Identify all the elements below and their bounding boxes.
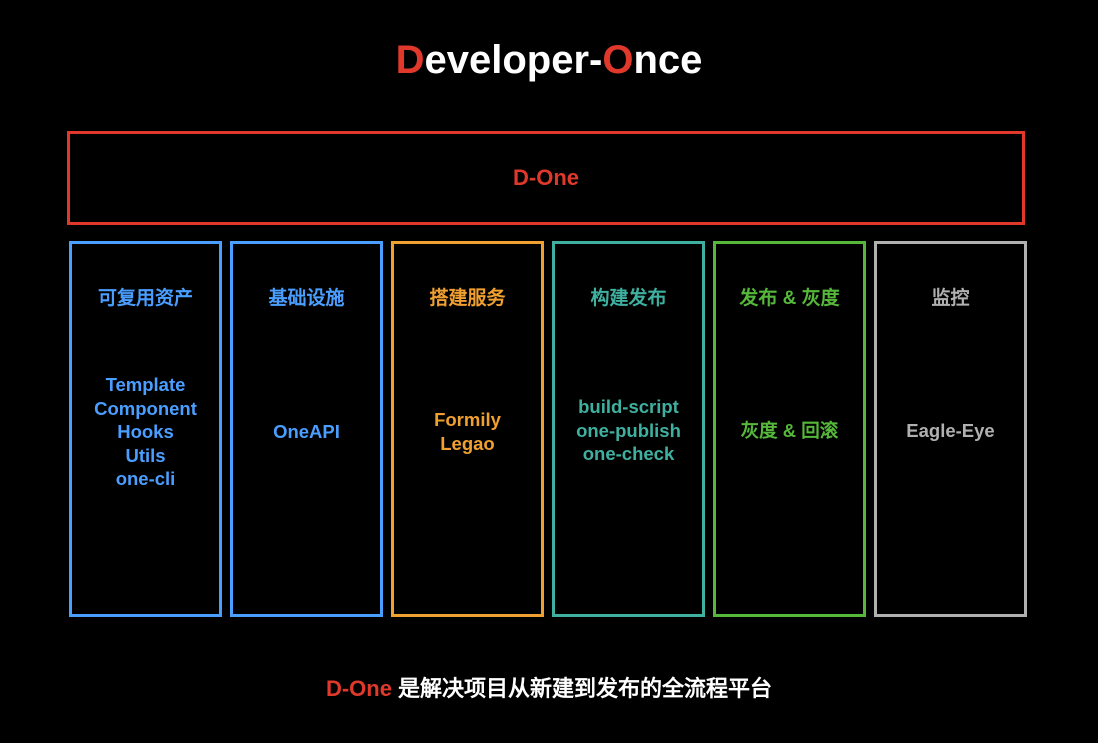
title-accent-d: D	[395, 38, 425, 82]
column-item: Template	[105, 374, 186, 396]
column-item: Legao	[440, 432, 495, 454]
platform-banner-label: D-One	[513, 165, 579, 190]
column-title: 构建发布	[590, 288, 667, 309]
page-title: Developer-Once	[0, 36, 1098, 84]
column-title: 监控	[931, 288, 970, 309]
column-items: 灰度 & 回滚	[716, 419, 863, 443]
column-item: one-publish	[576, 419, 681, 441]
column-item: OneAPI	[273, 421, 340, 443]
column-item: Component	[94, 397, 197, 419]
title-accent-o: O	[602, 38, 634, 82]
column-item: Hooks	[117, 421, 174, 443]
column-build-service: 搭建服务 Formily Legao	[391, 241, 544, 617]
column-items: Eagle-Eye	[877, 419, 1024, 443]
footer-caption: D-One 是解决项目从新建到发布的全流程平台	[0, 674, 1098, 704]
column-item: one-check	[582, 443, 675, 465]
footer-text: 是解决项目从新建到发布的全流程平台	[391, 676, 773, 701]
column-items: Template Component Hooks Utils one-cli	[72, 373, 219, 491]
column-items: build-script one-publish one-check	[555, 395, 702, 466]
column-items: Formily Legao	[394, 408, 541, 455]
column-item: one-cli	[115, 468, 176, 490]
column-title: 发布 & 灰度	[739, 288, 840, 309]
title-text-eveloper: eveloper-	[424, 38, 603, 82]
platform-banner: D-One	[67, 131, 1025, 225]
column-release-grayscale: 发布 & 灰度 灰度 & 回滚	[713, 241, 866, 617]
column-item: build-script	[578, 396, 679, 418]
column-build-release: 构建发布 build-script one-publish one-check	[552, 241, 705, 617]
column-item: 灰度 & 回滚	[740, 420, 839, 442]
column-items: OneAPI	[233, 420, 380, 444]
column-item: Formily	[434, 409, 501, 431]
column-item: Eagle-Eye	[906, 420, 995, 442]
title-text-nce: nce	[633, 38, 703, 82]
column-title: 搭建服务	[429, 288, 506, 309]
column-reusable-assets: 可复用资产 Template Component Hooks Utils one…	[69, 241, 222, 617]
column-infrastructure: 基础设施 OneAPI	[230, 241, 383, 617]
capability-columns: 可复用资产 Template Component Hooks Utils one…	[69, 241, 1027, 617]
column-title: 可复用资产	[97, 288, 193, 309]
column-item: Utils	[125, 444, 166, 466]
column-title: 基础设施	[268, 288, 345, 309]
footer-brand: D-One	[325, 676, 392, 701]
column-monitoring: 监控 Eagle-Eye	[874, 241, 1027, 617]
